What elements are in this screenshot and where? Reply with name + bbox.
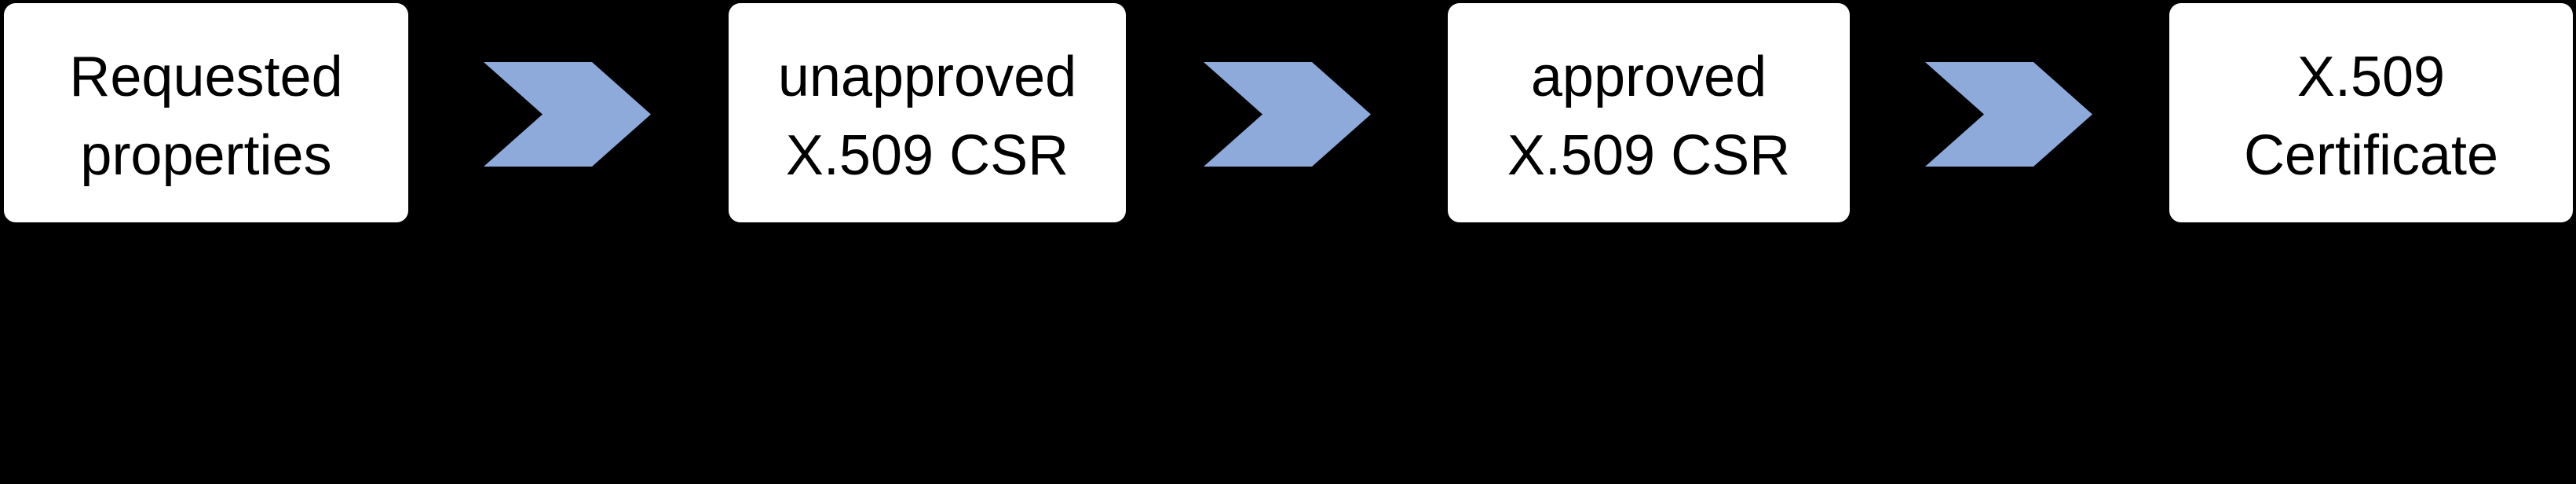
step-label-line1: X.509 xyxy=(2296,45,2446,108)
flow-step-x509-certificate: X.509 Certificate xyxy=(2169,3,2573,222)
step-label-line2: X.509 CSR xyxy=(1507,123,1791,187)
step-label-line1: Requested xyxy=(69,45,343,108)
step-label-line2: properties xyxy=(80,123,332,187)
step-label-line2: X.509 CSR xyxy=(785,123,1069,187)
chevron-shape xyxy=(484,62,651,167)
chevron-shape xyxy=(1204,62,1371,167)
flow-step-requested-properties: Requested properties xyxy=(4,3,408,222)
flow-step-unapproved-csr: unapproved X.509 CSR xyxy=(729,3,1126,222)
chevron-right-icon xyxy=(484,62,651,167)
flow-step-approved-csr: approved X.509 CSR xyxy=(1448,3,1850,222)
step-label-line1: unapproved xyxy=(777,45,1077,108)
chevron-right-icon xyxy=(1925,62,2092,167)
chevron-shape xyxy=(1925,62,2092,167)
step-label-line1: approved xyxy=(1530,45,1767,108)
chevron-right-icon xyxy=(1204,62,1371,167)
step-label-line2: Certificate xyxy=(2243,123,2499,187)
